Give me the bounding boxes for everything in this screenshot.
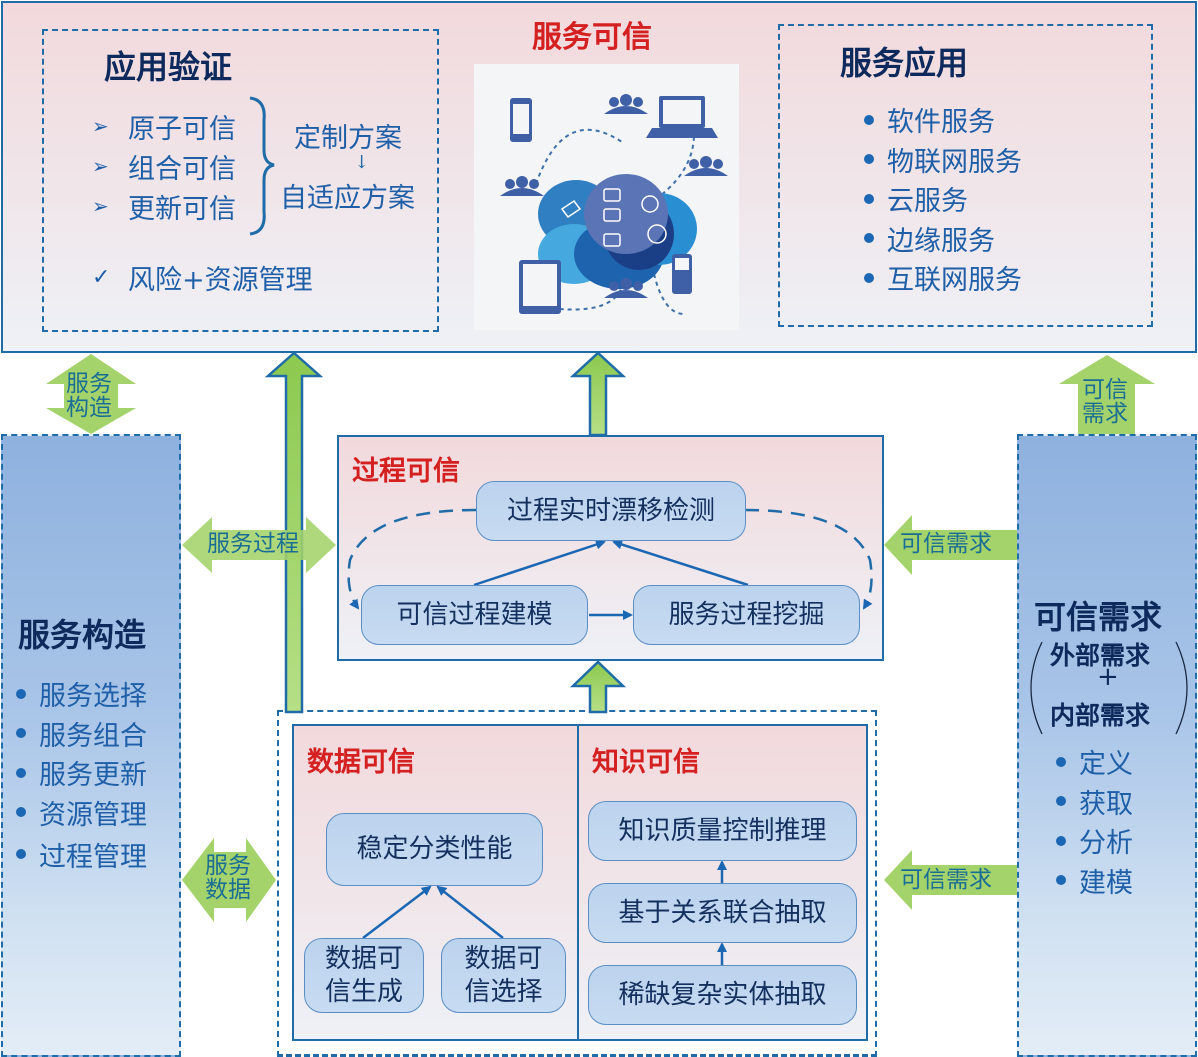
service-process-mining-node: 服务过程挖掘 <box>633 585 860 645</box>
relation-joint-extraction-node: 基于关系联合抽取 <box>588 883 857 943</box>
service-application-title: 服务应用 <box>840 44 969 82</box>
trust-process-modeling-node: 可信过程建模 <box>361 585 588 645</box>
list-item: 互联网服务 <box>864 258 1022 298</box>
list-item: 资源管理 <box>16 793 147 833</box>
trust-requirement-data-label: 可信需求 <box>900 867 992 893</box>
service-construction-panel <box>1 434 181 1057</box>
list-item: 服务选择 <box>16 674 147 714</box>
list-item: 服务组合 <box>16 714 147 754</box>
arrowhead-bullet-icon: ➢ <box>92 194 109 218</box>
list-item: 过程管理 <box>16 832 147 876</box>
service-application-box <box>778 24 1153 327</box>
trust-item: ➢ 组合可信 <box>92 153 236 185</box>
user-group-icons <box>500 94 728 298</box>
app-verification-box <box>42 29 439 332</box>
list-item: 物联网服务 <box>864 140 1022 180</box>
trust-item: ➢ 更新可信 <box>92 193 236 225</box>
list-item: 定义 <box>1056 742 1133 782</box>
data-knowledge-container <box>277 710 877 1057</box>
data-trust-selection-node: 数据可 信选择 <box>441 938 566 1013</box>
bullet-icon <box>16 849 26 859</box>
data-trust-title: 数据可信 <box>307 747 415 778</box>
bullet-icon <box>864 193 874 204</box>
bullet-icon <box>864 154 874 165</box>
trust-requirement-panel <box>1017 434 1197 1057</box>
checkmark-icon: ✓ <box>92 265 111 290</box>
trust-requirement-title: 可信需求 <box>1034 598 1163 636</box>
list-item: 分析 <box>1056 821 1133 861</box>
stable-classification-node: 稳定分类性能 <box>326 813 543 886</box>
service-construction-title: 服务构造 <box>18 616 147 654</box>
list-item: 获取 <box>1056 782 1133 822</box>
scheme-from: 定制方案 <box>294 123 402 154</box>
arrowhead-bullet-icon: ➢ <box>92 114 109 138</box>
service-data-arrow <box>182 838 276 922</box>
list-item: 边缘服务 <box>864 219 1022 259</box>
trust-requirement-process-label: 可信需求 <box>900 531 992 557</box>
service-data-label: 服务 数据 <box>205 853 251 904</box>
bullet-icon <box>16 807 26 818</box>
process-trust-title: 过程可信 <box>352 456 460 487</box>
bullet-icon <box>16 728 26 739</box>
list-item: 云服务 <box>864 179 1022 219</box>
list-item: 软件服务 <box>864 100 1022 140</box>
bullet-icon <box>864 272 874 283</box>
app-verification-title: 应用验证 <box>104 48 233 86</box>
bullet-icon <box>864 114 874 125</box>
check-item: ✓ 风险+资源管理 <box>92 265 313 296</box>
list-item: 服务更新 <box>16 753 147 793</box>
external-requirement: 外部需求 <box>1050 641 1151 670</box>
service-application-list: 软件服务 物联网服务 云服务 边缘服务 互联网服务 <box>864 100 1022 298</box>
service-construction-label: 服务 构造 <box>66 371 112 422</box>
trust-requirement-data-arrow <box>884 850 1017 910</box>
drift-detection-node: 过程实时漂移检测 <box>476 481 746 541</box>
trust-item: ➢ 原子可信 <box>92 113 236 145</box>
service-construction-list: 服务选择 服务组合 服务更新 资源管理 过程管理 <box>16 674 147 876</box>
bullet-icon <box>1056 796 1066 807</box>
internal-requirement: 内部需求 <box>1050 701 1151 730</box>
down-arrow-icon: ↓ <box>354 152 370 173</box>
bullet-icon <box>1056 875 1066 886</box>
arrowhead-bullet-icon: ➢ <box>92 154 109 178</box>
cloud-services-illustration <box>474 64 739 330</box>
service-trust-title: 服务可信 <box>532 20 652 55</box>
device-icons <box>510 96 718 314</box>
service-process-arrow <box>182 517 336 573</box>
knowledge-quality-node: 知识质量控制推理 <box>588 801 857 861</box>
bullet-icon <box>1056 756 1066 767</box>
trust-requirement-process-arrow <box>884 515 1017 575</box>
bullet-icon <box>16 767 26 778</box>
data-trust-generation-node: 数据可 信生成 <box>304 938 424 1013</box>
list-item: 建模 <box>1056 861 1133 901</box>
bullet-icon <box>864 233 874 244</box>
scheme-to: 自适应方案 <box>280 183 415 214</box>
knowledge-trust-title: 知识可信 <box>592 747 700 778</box>
trust-requirement-up-arrow <box>1059 355 1155 434</box>
trust-requirement-list: 定义 获取 分析 建模 <box>1056 742 1133 900</box>
service-process-label: 服务过程 <box>207 531 299 557</box>
service-construction-arrow <box>46 354 136 434</box>
rare-entity-extraction-node: 稀缺复杂实体抽取 <box>588 965 857 1025</box>
bullet-icon <box>16 688 26 699</box>
bullet-icon <box>1056 835 1066 846</box>
trust-items-list: ➢ 原子可信 ➢ 组合可信 ➢ 更新可信 <box>92 106 236 226</box>
trust-requirement-top-label: 可信 需求 <box>1082 377 1128 428</box>
plus-sign: + <box>1097 662 1119 692</box>
